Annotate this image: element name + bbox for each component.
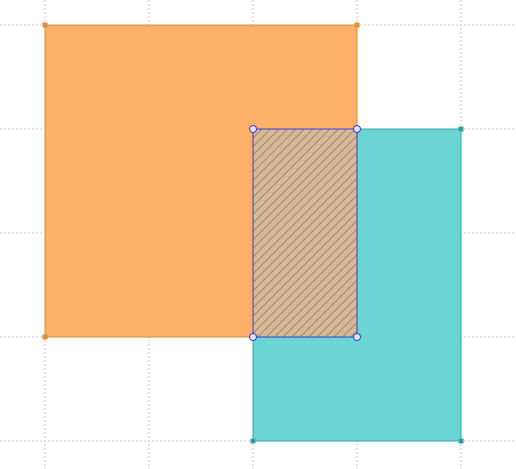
intersection-handle-bottom-right[interactable] <box>353 333 361 341</box>
teal-handle-top-right[interactable] <box>458 126 464 132</box>
teal-handle-bottom-left[interactable] <box>250 438 256 444</box>
teal-handle-bottom-right[interactable] <box>458 438 464 444</box>
orange-handle-top-left[interactable] <box>42 22 48 28</box>
intersection-handle-top-left[interactable] <box>249 125 257 133</box>
orange-rectangle-handles <box>42 22 360 340</box>
orange-handle-top-right[interactable] <box>354 22 360 28</box>
orange-handle-bottom-left[interactable] <box>42 334 48 340</box>
intersection-handle-top-right[interactable] <box>353 125 361 133</box>
intersection-handle-bottom-left[interactable] <box>249 333 257 341</box>
teal-rectangle-handles <box>250 126 464 444</box>
intersection-handles <box>249 125 361 341</box>
intersection-region[interactable] <box>252 128 358 338</box>
